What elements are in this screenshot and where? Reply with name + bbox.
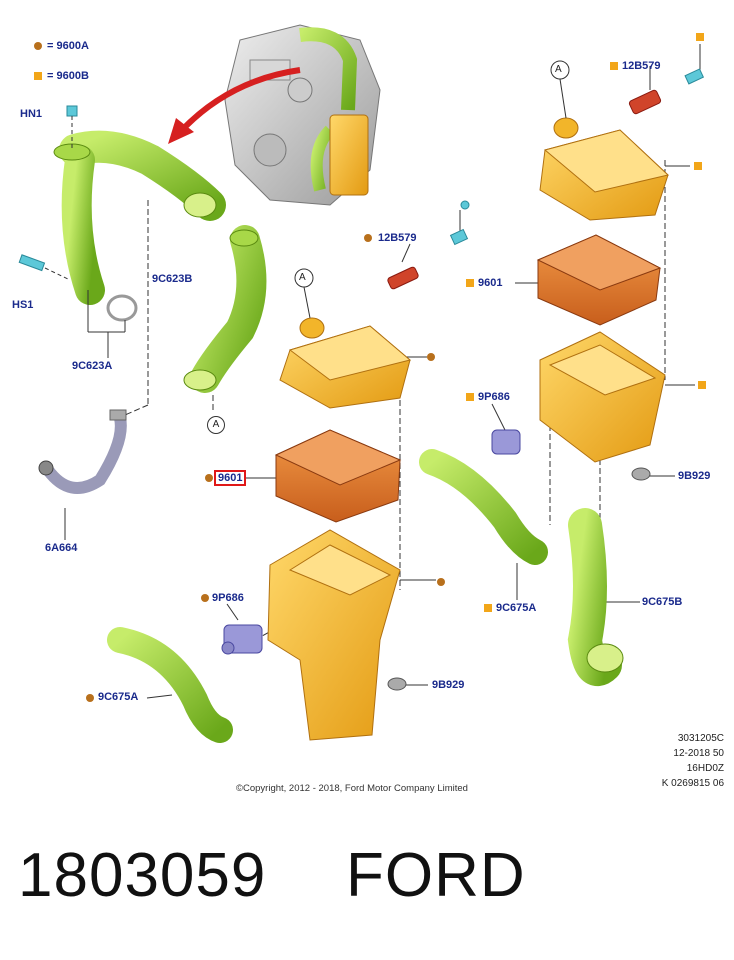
- grommet-9b929-right: [631, 467, 651, 481]
- legend-dot-icon: [34, 42, 42, 50]
- callout-9b929-mid: 9B929: [432, 679, 465, 691]
- callout-9c675a-left: 9C675A: [98, 691, 139, 703]
- hose-9c623b: [183, 225, 267, 393]
- legend-square-icon: [34, 72, 42, 80]
- part-number: 1803059: [18, 841, 267, 910]
- marker-dots: [86, 234, 445, 702]
- bolt-hn1: [66, 105, 78, 150]
- hose-clamp: [106, 294, 138, 322]
- solid-leaders: [64, 44, 701, 699]
- callout-9p686-mid: 9P686: [212, 592, 244, 604]
- actuator-9p686-mid: [221, 624, 263, 655]
- air-cleaner-body-right: [539, 331, 666, 463]
- copyright-notice: ©Copyright, 2012 - 2018, Ford Motor Comp…: [236, 783, 468, 794]
- circle-a-bottom: A: [207, 416, 225, 434]
- air-cleaner-cover-right: [539, 117, 670, 221]
- duct-9c675a-right: [419, 449, 548, 565]
- circle-a-right-text: A: [555, 64, 562, 75]
- marker-squares: [466, 33, 706, 612]
- meta-line: K 0269815 06: [661, 778, 724, 789]
- drawing-meta: 3031205C 12-2018 50 16HD0Z K 0269815 06: [662, 731, 724, 791]
- callout-9601-right: 9601: [478, 277, 503, 289]
- duct-9c675a-left: [107, 627, 233, 743]
- legend-9600b: = 9600B: [34, 70, 89, 82]
- callout-hs1: HS1: [12, 299, 34, 311]
- legend-9600a-text: = 9600A: [47, 40, 89, 52]
- meta-line: 16HD0Z: [686, 763, 724, 774]
- meta-line: 3031205C: [677, 733, 724, 744]
- engine-illustration: [224, 24, 381, 206]
- hose-9c675b: [567, 508, 624, 686]
- callout-12b579-mid: 12B579: [378, 232, 417, 244]
- circle-a-mid-text: A: [299, 272, 306, 283]
- legend-9600a: = 9600A: [34, 40, 89, 52]
- meta-line: 12-2018 50: [673, 748, 724, 759]
- bolt-hs1: [18, 254, 71, 281]
- actuator-9p686-right: [491, 429, 521, 455]
- sensor-12b579-mid: [387, 200, 470, 290]
- callout-9p686-right: 9P686: [478, 391, 510, 403]
- air-cleaner-cover-mid: [279, 317, 412, 409]
- callout-9601-mid-highlighted: 9601: [214, 470, 247, 486]
- callout-9c623a: 9C623A: [72, 360, 113, 372]
- circle-a-bottom-text: A: [207, 416, 225, 434]
- callout-12b579-right: 12B579: [622, 60, 661, 72]
- arrow-head: [168, 118, 194, 144]
- tube-6a664: [42, 412, 127, 494]
- callout-9c675b: 9C675B: [642, 596, 683, 608]
- legend-9600b-text: = 9600B: [47, 70, 89, 82]
- direction-arrow: [179, 67, 301, 133]
- grommet-9b929-mid: [387, 677, 407, 691]
- filter-element-9601-mid: [274, 429, 402, 523]
- callout-9c675a-mid: 9C675A: [496, 602, 537, 614]
- callout-9c623b: 9C623B: [152, 273, 193, 285]
- callout-6a664: 6A664: [45, 542, 78, 554]
- intake-pipe-9c623a: [53, 130, 226, 305]
- filter-element-9601-right: [536, 234, 662, 326]
- callout-hn1: HN1: [20, 108, 43, 120]
- sensor-12b579-right: [628, 68, 705, 115]
- callout-9b929-right: 9B929: [678, 470, 711, 482]
- brand-name: FORD: [346, 841, 526, 910]
- air-cleaner-body-mid: [267, 529, 401, 741]
